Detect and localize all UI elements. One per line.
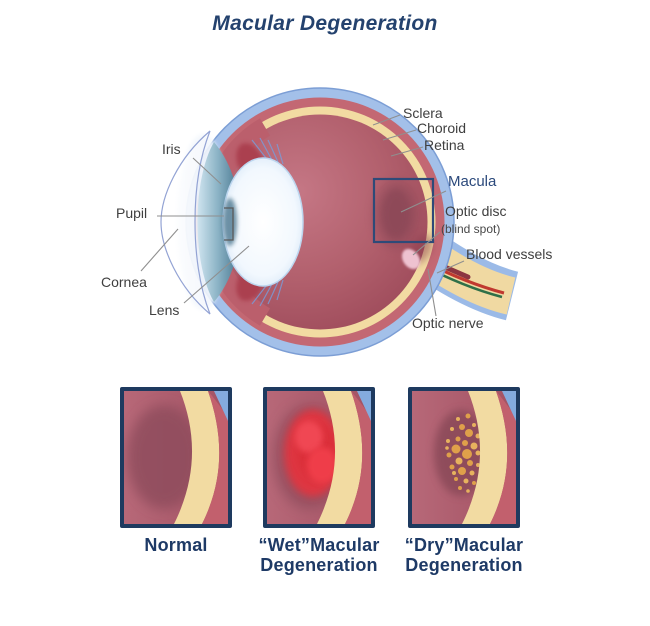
hemorrhage-blob xyxy=(284,409,342,497)
pointer-cornea xyxy=(140,228,179,272)
label-retina: Retina xyxy=(424,137,465,153)
label-lens: Lens xyxy=(149,302,180,318)
caption-wet-line2: Degeneration xyxy=(260,555,378,575)
panel-normal-art xyxy=(124,391,228,524)
label-pupil: Pupil xyxy=(116,205,148,221)
caption-dry: “Dry”Macular Degeneration xyxy=(390,535,538,575)
label-cornea: Cornea xyxy=(101,274,147,290)
label-optic-disc: Optic disc xyxy=(445,203,507,219)
page-title: Macular Degeneration xyxy=(212,12,438,35)
macula-spot xyxy=(380,188,412,240)
retina-band xyxy=(462,391,508,524)
panel-dry xyxy=(408,387,520,528)
choroid-band xyxy=(202,391,228,524)
retina-band xyxy=(317,391,363,524)
caption-wet: “Wet”Macular Degeneration xyxy=(245,535,393,575)
pointer-sclera xyxy=(372,114,401,126)
choroid-band xyxy=(490,391,516,524)
eye-cross-section-illustration xyxy=(140,87,519,357)
macula-zoom-box xyxy=(372,177,435,244)
pupil-opening xyxy=(223,198,237,246)
zonule-fibers xyxy=(251,137,284,307)
pointer-choroid xyxy=(382,129,417,141)
drusen-dots xyxy=(445,413,481,493)
label-optic-nerve: Optic nerve xyxy=(412,315,484,331)
label-sclera: Sclera xyxy=(403,105,443,121)
anterior-segment-graphic xyxy=(160,130,304,315)
panel-normal xyxy=(120,387,232,528)
label-macula: Macula xyxy=(448,173,497,190)
pointer-iris xyxy=(192,157,222,185)
optic-disc-graphic xyxy=(401,248,421,270)
caption-wet-line1: “Wet”Macular xyxy=(258,535,380,555)
sclera-corner xyxy=(214,391,228,421)
retina-band xyxy=(174,391,220,524)
pointer-blood-vessels xyxy=(436,260,465,274)
panel-wet xyxy=(263,387,375,528)
panel-wet-art xyxy=(267,391,371,524)
sclera-corner xyxy=(502,391,516,421)
panel-dry-art xyxy=(412,391,516,524)
label-blind-spot: (blind spot) xyxy=(441,222,501,236)
label-blood-vessels: Blood vessels xyxy=(466,246,553,262)
caption-normal: Normal xyxy=(120,535,232,555)
caption-normal-line1: Normal xyxy=(144,535,208,555)
label-choroid: Choroid xyxy=(417,120,467,136)
pointer-retina xyxy=(390,146,424,157)
caption-dry-line1: “Dry”Macular xyxy=(404,535,524,555)
macula-oval-dry xyxy=(434,410,488,496)
cornea-graphic xyxy=(160,130,211,315)
pointer-lens xyxy=(183,245,250,304)
label-iris: Iris xyxy=(162,141,181,157)
pointer-lines xyxy=(140,114,465,317)
sclera-corner xyxy=(357,391,371,421)
macula-oval-normal xyxy=(127,405,201,509)
pointer-optic-nerve xyxy=(427,268,437,317)
pupil-bracket xyxy=(224,207,234,241)
pointer-macula xyxy=(400,190,447,213)
pointer-optic-disc xyxy=(412,231,441,256)
iris-graphic xyxy=(197,142,240,302)
choroid-band xyxy=(345,391,371,524)
caption-dry-line2: Degeneration xyxy=(405,555,523,575)
